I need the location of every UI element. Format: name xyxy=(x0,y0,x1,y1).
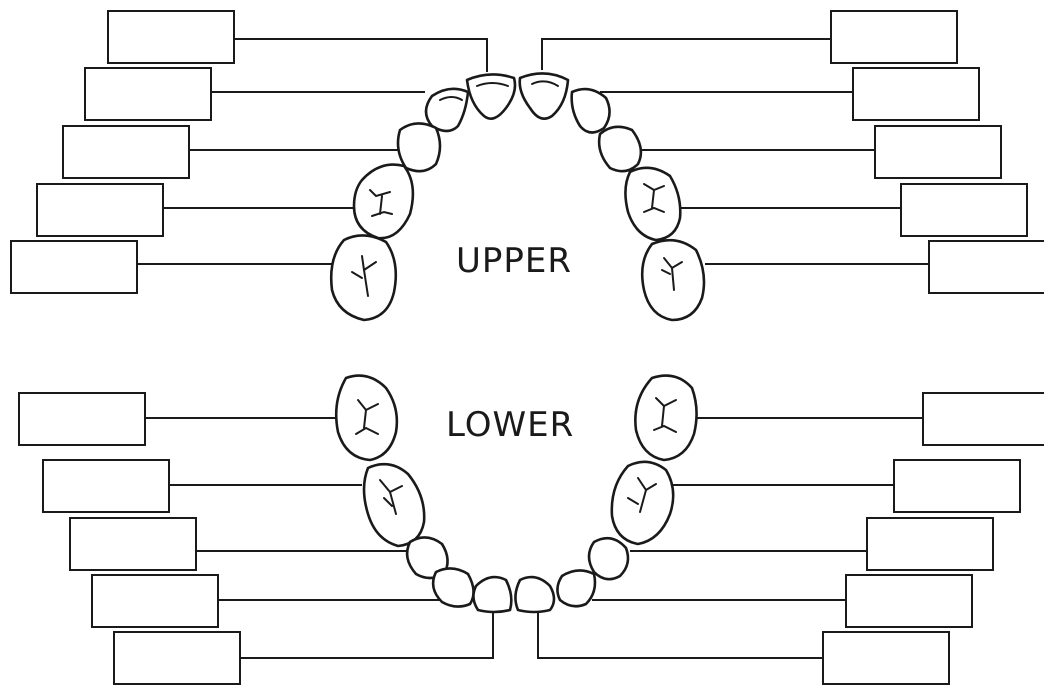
tooth-upper-central-right xyxy=(518,72,570,120)
tooth-upper-central-left xyxy=(465,73,517,120)
label-box-lower-right-2[interactable] xyxy=(893,459,1021,513)
label-box-upper-right-1[interactable] xyxy=(830,10,958,64)
tooth-lower-central-right xyxy=(514,575,556,614)
leader-upper-right-1 xyxy=(541,38,830,70)
label-box-lower-left-4[interactable] xyxy=(91,574,219,628)
tooth-lower-second-molar-left xyxy=(334,374,399,462)
upper-teeth xyxy=(329,72,706,322)
leader-lower-left-5 xyxy=(241,612,494,659)
label-box-lower-left-2[interactable] xyxy=(42,459,170,513)
label-box-upper-right-3[interactable] xyxy=(874,125,1002,179)
label-box-upper-right-4[interactable] xyxy=(900,183,1028,237)
label-box-lower-left-3[interactable] xyxy=(69,517,197,571)
label-box-lower-right-5[interactable] xyxy=(822,631,950,685)
label-box-lower-right-3[interactable] xyxy=(866,517,994,571)
label-box-lower-right-1[interactable] xyxy=(922,392,1044,446)
tooth-upper-first-molar-left xyxy=(352,163,415,240)
label-box-lower-left-5[interactable] xyxy=(113,631,241,685)
upper-arch-label: UPPER xyxy=(456,241,572,281)
lower-arch-label: LOWER xyxy=(446,405,575,445)
tooth-upper-lateral-right xyxy=(570,87,611,134)
leader-lower-right-5 xyxy=(537,612,822,659)
tooth-lower-central-left xyxy=(472,575,513,614)
tooth-lower-canine-right xyxy=(587,536,630,581)
lower-teeth xyxy=(334,374,698,614)
tooth-upper-canine-left xyxy=(396,122,442,173)
label-box-upper-right-5[interactable] xyxy=(928,240,1044,294)
label-box-upper-left-1[interactable] xyxy=(107,10,235,64)
label-box-upper-left-3[interactable] xyxy=(62,125,190,179)
label-box-upper-left-2[interactable] xyxy=(84,67,212,121)
tooth-lower-second-molar-right xyxy=(634,374,698,462)
label-box-upper-left-5[interactable] xyxy=(10,240,138,294)
tooth-upper-second-molar-left xyxy=(329,234,398,322)
label-box-lower-right-4[interactable] xyxy=(845,574,973,628)
leader-upper-left-1 xyxy=(235,38,488,72)
label-box-upper-right-2[interactable] xyxy=(852,67,980,121)
tooth-upper-lateral-left xyxy=(424,87,470,133)
label-box-upper-left-4[interactable] xyxy=(36,183,164,237)
tooth-lower-lateral-right xyxy=(556,569,597,608)
tooth-upper-canine-right xyxy=(597,125,643,173)
label-box-lower-left-1[interactable] xyxy=(18,392,146,446)
tooth-lower-lateral-left xyxy=(431,567,475,608)
